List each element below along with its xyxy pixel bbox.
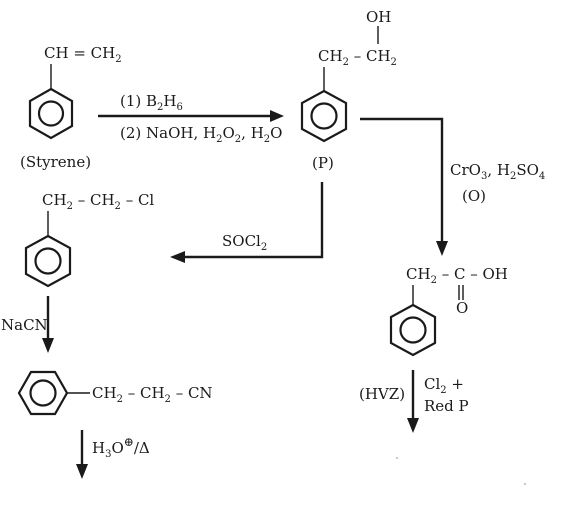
nitrile-molecule: CH2 – CH2 – CN (17, 370, 213, 416)
acid-molecule: CH2 – C – OH O (389, 265, 508, 357)
hydroboration-arrow (98, 110, 284, 122)
product-p-hydroxyl: OH (366, 8, 391, 26)
chloride-aromatic-circle (34, 247, 62, 275)
cyanide-arrow (42, 296, 54, 353)
product-p-label: (P) (312, 154, 334, 172)
styrene-benzene-ring (28, 87, 74, 140)
product-p-molecule: OH CH2 – CH2 (P) (300, 8, 397, 172)
styrene-label: (Styrene) (20, 153, 91, 171)
nitrile-benzene-ring (17, 370, 69, 416)
acid-carbonyl-oxygen: O (456, 299, 468, 317)
scan-speck (396, 457, 398, 459)
oxidation-label: (O) (462, 187, 486, 205)
nitrile-aromatic-circle (29, 379, 57, 407)
styrene-aromatic-circle (37, 100, 65, 127)
acid-chain: CH2 – C – OH (406, 265, 508, 286)
styrene-molecule: CH = CH2 (Styrene) (20, 44, 122, 171)
chloride-molecule: CH2 – CH2 – Cl (24, 191, 154, 288)
hvz-reagent-line-2: Red P (424, 397, 469, 415)
acid-aromatic-circle (399, 316, 427, 344)
nitrile-chain: CH2 – CH2 – CN (92, 384, 213, 405)
hydrolysis-reagent: H3O⊕/Δ (92, 435, 150, 460)
hvz-label: (HVZ) (359, 385, 405, 403)
hydrolysis-arrow (76, 430, 88, 479)
hydroboration-reagent-1: (1) B2H6 (120, 92, 183, 113)
chloride-benzene-ring (24, 234, 72, 288)
styrene-substituent: CH = CH2 (44, 44, 122, 65)
product-p-chain: CH2 – CH2 (318, 47, 397, 68)
acid-benzene-ring (389, 303, 437, 357)
oxidation-reagent: CrO3, H2SO4 (450, 161, 545, 182)
scan-speck (524, 483, 526, 485)
cyanide-reagent: NaCN (1, 316, 48, 334)
hvz-arrow (407, 370, 419, 433)
hydroboration-reagent-2: (2) NaOH, H2O2, H2O (120, 124, 282, 145)
chlorination-reagent: SOCl2 (222, 232, 267, 253)
chlorination-arrow (170, 182, 324, 263)
oxidation-arrow (360, 117, 448, 256)
product-p-benzene-ring (300, 89, 348, 143)
product-p-aromatic-circle (310, 102, 338, 130)
chloride-chain: CH2 – CH2 – Cl (42, 191, 154, 212)
hvz-reagent-line-1: Cl2 + (424, 375, 464, 396)
